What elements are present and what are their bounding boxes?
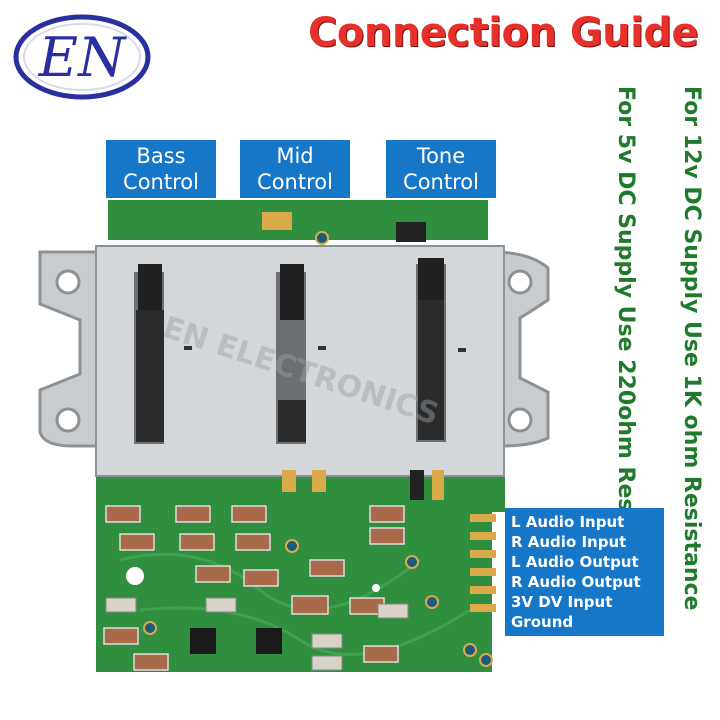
- label-bass-control: Bass Control: [106, 140, 216, 198]
- logo-text: EN: [38, 26, 127, 89]
- pin-label: L Audio Output: [511, 553, 639, 571]
- pin-label: Ground: [511, 613, 574, 631]
- note-12v: For 12v DC Supply Use 1K ohm Resistance: [679, 86, 704, 611]
- mid-label-line2: Control: [257, 170, 333, 194]
- tone-label-line2: Control: [403, 170, 479, 194]
- pin-label: 3V DV Input: [511, 593, 613, 611]
- bass-label-line1: Bass: [136, 144, 186, 168]
- label-tone-control: Tone Control: [386, 140, 496, 198]
- bass-label-line2: Control: [123, 170, 199, 194]
- mid-label-line1: Mid: [276, 144, 314, 168]
- tone-label-line1: Tone: [416, 144, 466, 168]
- pin-labels: L Audio Input R Audio Input L Audio Outp…: [505, 508, 664, 636]
- pin-pads: [470, 514, 496, 612]
- label-mid-control: Mid Control: [240, 140, 350, 198]
- page-title: Connection Guide: [308, 10, 699, 56]
- en-logo: EN: [13, 14, 151, 100]
- pin-label: L Audio Input: [511, 513, 625, 531]
- pin-label: R Audio Input: [511, 533, 627, 551]
- pin-label: R Audio Output: [511, 573, 641, 591]
